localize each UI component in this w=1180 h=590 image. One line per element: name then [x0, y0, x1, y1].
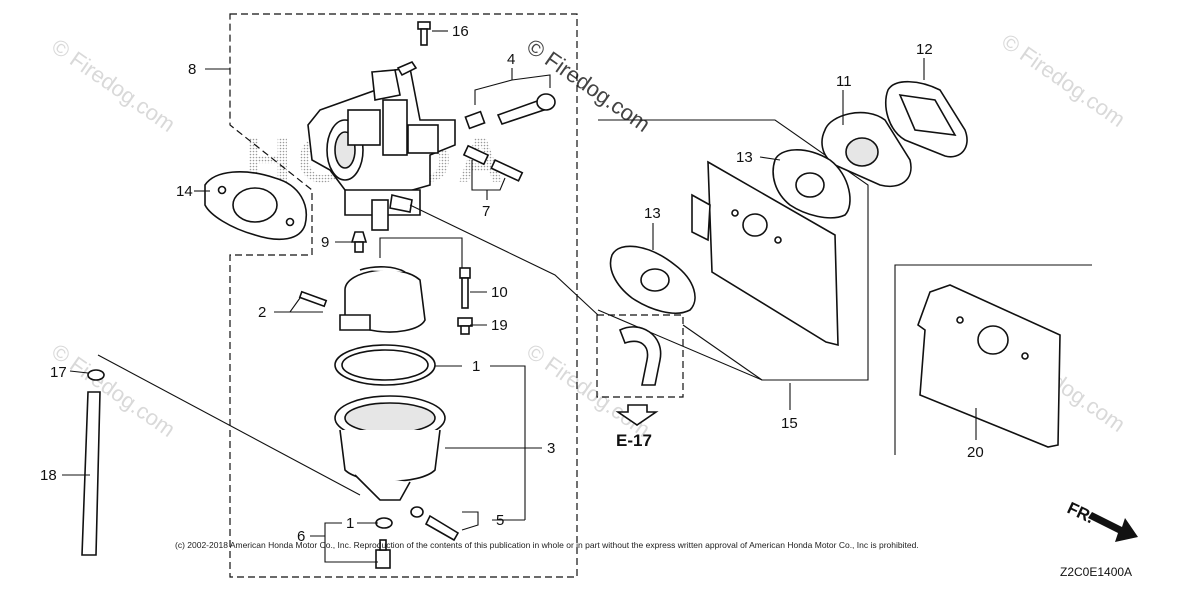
callout-14: 14 — [176, 183, 193, 200]
reference-label: E-17 — [616, 431, 652, 450]
gasket-part-13-upper — [772, 149, 851, 219]
tube-clip-part-17 — [87, 369, 105, 381]
fuel-tube-part-18 — [81, 391, 101, 556]
callout-10: 10 — [491, 284, 508, 301]
callout-17: 17 — [50, 364, 67, 381]
pilot-screw-part-7 — [462, 144, 524, 182]
main-jet-part-19 — [457, 317, 473, 335]
callout-12: 12 — [916, 41, 933, 58]
float-part — [339, 266, 426, 333]
float-chamber-part-3 — [334, 395, 446, 501]
watermark-text: © Firedog.com — [522, 34, 655, 137]
front-direction-arrow — [1088, 512, 1138, 542]
callout-16: 16 — [452, 23, 469, 40]
heat-plate-part-15 — [691, 160, 839, 347]
reference-arrow-icon — [615, 404, 659, 426]
drain-washer-part-5 — [410, 506, 424, 518]
gasket-bore — [232, 187, 278, 223]
watermark-text: © Firedog.com — [47, 34, 180, 137]
callout-4: 4 — [507, 51, 515, 68]
callout-20: 20 — [967, 444, 984, 461]
callout-18: 18 — [40, 467, 57, 484]
gasket-part-13-lower — [609, 245, 696, 314]
screw-part-16 — [417, 21, 431, 46]
callout-7: 7 — [482, 203, 490, 220]
diagram-code: Z2C0E1400A — [1060, 565, 1132, 579]
callout-labels: 8 16 4 7 12 11 13 13 14 9 10 19 2 1 3 5 … — [40, 23, 984, 545]
adjust-screw-part-4 — [464, 93, 556, 130]
callout-5: 5 — [496, 512, 504, 529]
callout-15: 15 — [781, 415, 798, 432]
float-valve-part-9 — [350, 231, 368, 253]
callout-13a: 13 — [736, 149, 753, 166]
reference-box — [596, 314, 684, 398]
copyright-notice: (c) 2002-2018 American Honda Motor Co., … — [175, 540, 919, 550]
callout-13b: 13 — [644, 205, 661, 222]
callout-1a: 1 — [472, 358, 480, 375]
group-bracket-20 — [894, 264, 1092, 455]
watermark-text: © Firedog.com — [522, 339, 655, 442]
gasket-part-12 — [884, 80, 968, 158]
callout-2: 2 — [258, 304, 266, 321]
assembly-boundary — [229, 13, 578, 578]
callout-8: 8 — [188, 61, 196, 78]
bent-tube-part — [618, 326, 662, 386]
callout-19: 19 — [491, 317, 508, 334]
direction-label: FR. — [1064, 498, 1097, 527]
callout-3: 3 — [547, 440, 555, 457]
main-nozzle-part-10 — [459, 267, 471, 309]
callout-1b: 1 — [346, 515, 354, 532]
bolt-part-6 — [375, 539, 391, 569]
gasket-part-11 — [821, 111, 912, 187]
gasket-part-20 — [917, 284, 1061, 448]
washer-part-1 — [375, 517, 393, 529]
float-pin-part-2 — [298, 290, 328, 308]
callout-11: 11 — [836, 73, 852, 90]
callout-9: 9 — [321, 234, 329, 251]
watermark-text: © Firedog.com — [997, 29, 1130, 132]
leader-lines — [62, 30, 977, 563]
drain-screw-part-5 — [424, 514, 460, 542]
group-bracket-15 — [597, 119, 869, 381]
carburetor-body-part-8 — [307, 61, 456, 231]
callout-6: 6 — [297, 528, 305, 545]
watermark-text: © Firedog.com — [47, 339, 180, 442]
